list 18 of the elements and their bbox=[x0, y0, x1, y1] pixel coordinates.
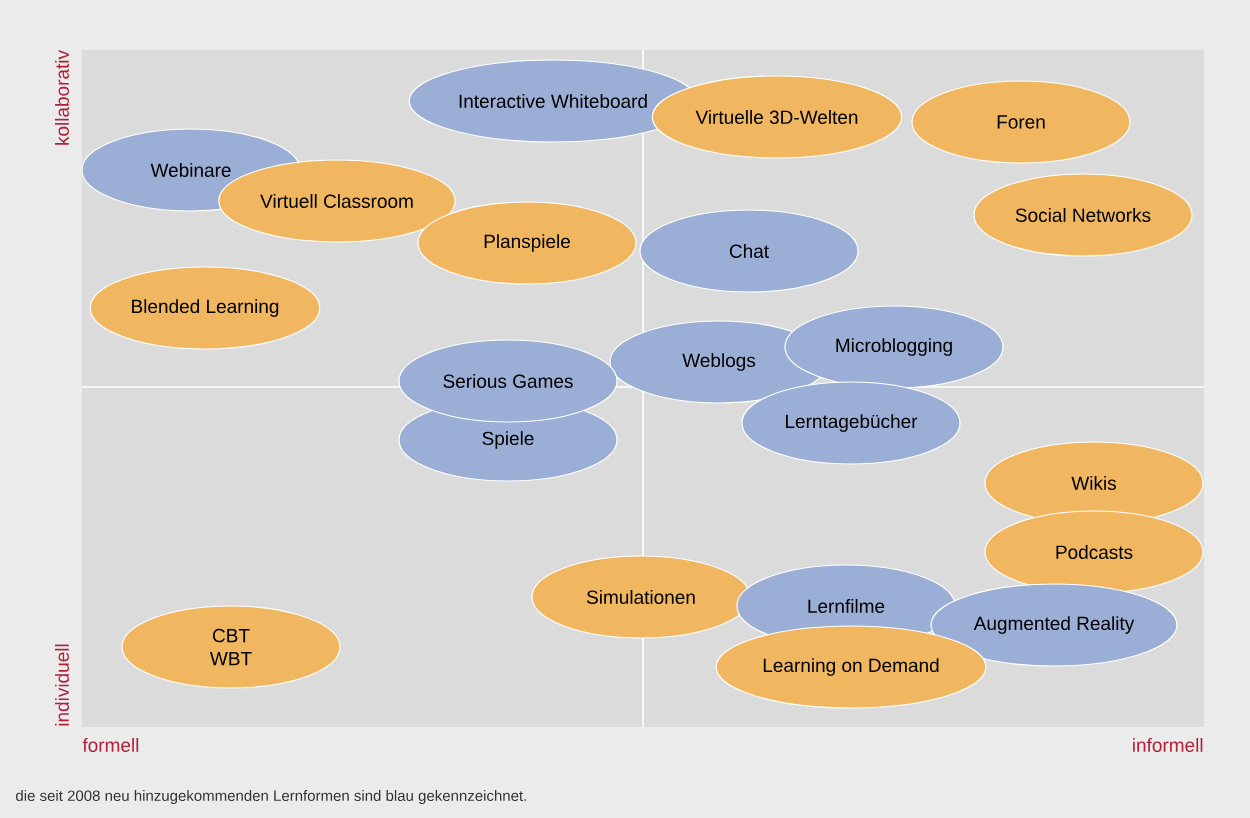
axis-label: kollaborativ bbox=[55, 50, 69, 145]
ellipse-bubble: Lerntagebücher bbox=[741, 381, 961, 465]
ellipse-bubble: Virtuelle 3D-Welten bbox=[651, 75, 903, 159]
ellipse-bubble: Planspiele bbox=[417, 201, 637, 285]
ellipse-bubble: Social Networks bbox=[973, 173, 1193, 257]
ellipse-bubble: Blended Learning bbox=[89, 266, 321, 350]
ellipse-bubble: Microblogging bbox=[784, 305, 1004, 389]
ellipse-bubble: Wikis bbox=[984, 441, 1204, 525]
ellipse-bubble: Foren bbox=[911, 80, 1131, 164]
caption: die seit 2008 neu hinzugekommenden Lernformen sind blau gekennzeichnet. bbox=[16, 790, 526, 804]
ellipse-bubble: CBT WBT bbox=[121, 605, 341, 689]
ellipse-bubble: Simulationen bbox=[531, 555, 751, 639]
ellipse-bubble: Serious Games bbox=[398, 339, 618, 423]
ellipse-bubble: Podcasts bbox=[984, 510, 1204, 594]
axis-label: formell bbox=[82, 738, 139, 752]
axis-label: individuell bbox=[55, 644, 69, 726]
axis-label: informell bbox=[1133, 738, 1203, 752]
ellipse-bubble: Chat bbox=[639, 209, 859, 293]
